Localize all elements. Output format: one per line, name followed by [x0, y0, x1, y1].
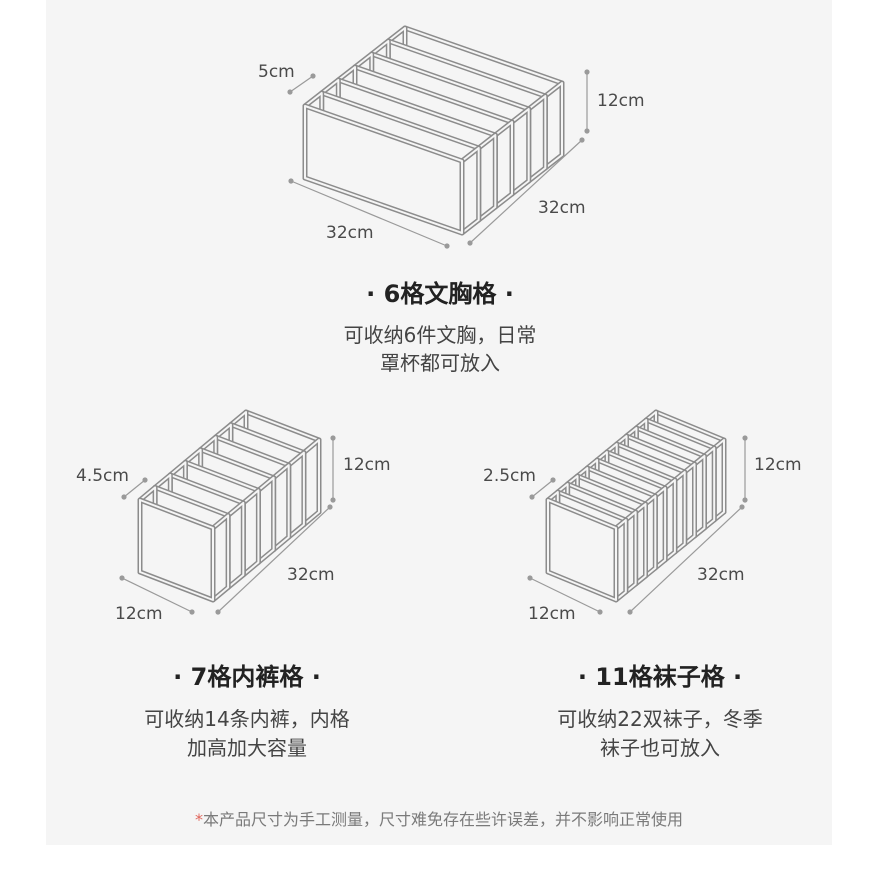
dimension-dot: [142, 477, 148, 483]
dimension-dot: [579, 137, 585, 143]
dimension-dot: [330, 497, 336, 503]
dim-label-height: 12cm: [343, 455, 391, 475]
description-line: 袜子也可放入: [600, 736, 720, 760]
dimension-dot: [119, 575, 125, 581]
box-6-compartment: [302, 25, 565, 236]
dim-label-side: 32cm: [538, 198, 586, 218]
front-wall: [137, 497, 216, 603]
dim-label-side: 32cm: [287, 565, 335, 585]
dimension-line: [119, 575, 195, 615]
dim-label-height: 12cm: [597, 91, 645, 111]
dim-label-compartment: 5cm: [258, 62, 295, 82]
dim-label-front: 12cm: [115, 604, 163, 624]
front-wall: [545, 497, 619, 603]
product-description: 可收纳22双袜子，冬季 袜子也可放入: [510, 705, 810, 763]
dimension-line: [529, 477, 556, 500]
product-description: 可收纳6件文胸，日常 罩杯都可放入: [240, 321, 640, 377]
description-line: 加高加大容量: [187, 736, 307, 760]
dimension-dot: [287, 89, 293, 95]
dimension-dot: [327, 504, 333, 510]
right-end-panel: [509, 106, 532, 197]
dim-label-compartment: 2.5cm: [483, 466, 536, 486]
dimension-dot: [288, 178, 294, 184]
dimension-line: [527, 575, 603, 615]
dimension-dot: [215, 609, 221, 615]
dimension-line: [288, 178, 450, 249]
footnote-asterisk: *: [194, 810, 203, 829]
dimension-dot: [550, 477, 556, 483]
right-end-panel: [542, 80, 565, 171]
dimension-dot: [584, 69, 590, 75]
dimension-dot: [597, 609, 603, 615]
description-line: 可收纳6件文胸，日常: [343, 323, 537, 347]
right-end-panel: [459, 145, 482, 236]
dimension-dot: [742, 497, 748, 503]
dimension-line: [627, 504, 745, 615]
dim-label-height: 12cm: [754, 455, 802, 475]
dim-label-side: 32cm: [697, 565, 745, 585]
description-line: 可收纳14条内裤，内格: [144, 707, 350, 731]
dimension-lines: [119, 69, 748, 615]
dimension-line: [584, 69, 590, 134]
dimension-dot: [330, 435, 336, 441]
box-7-compartment: [137, 409, 322, 603]
dimension-line: [215, 504, 333, 615]
dimension-dot: [742, 435, 748, 441]
dimension-dot: [739, 504, 745, 510]
product-title: · 7格内裤格 ·: [173, 663, 321, 691]
dimension-dot: [467, 240, 473, 246]
front-wall: [302, 103, 465, 236]
dimension-dot: [527, 575, 533, 581]
description-line: 罩杯都可放入: [380, 351, 500, 375]
right-end-panel: [492, 119, 515, 210]
footnote: *本产品尺寸为手工测量，尺寸难免存在些许误差，并不影响正常使用: [46, 809, 832, 831]
right-end-panel: [271, 462, 292, 553]
dimension-line: [742, 435, 748, 503]
description-line: 可收纳22双袜子，冬季: [557, 707, 763, 731]
dimension-dot: [627, 609, 633, 615]
box-11-compartment: [545, 409, 727, 603]
dimension-line: [330, 435, 336, 503]
footnote-text: 本产品尺寸为手工测量，尺寸难免存在些许误差，并不影响正常使用: [202, 810, 683, 829]
dimension-line: [287, 73, 316, 95]
dimension-dot: [444, 243, 450, 249]
product-title: · 6格文胸格 ·: [366, 280, 514, 308]
dimension-dot: [584, 128, 590, 134]
dimension-dot: [310, 73, 316, 79]
dimension-line: [121, 477, 148, 500]
dimension-dot: [189, 609, 195, 615]
dimension-dot: [121, 494, 127, 500]
product-description: 可收纳14条内裤，内格 加高加大容量: [97, 705, 397, 763]
dim-label-front: 32cm: [326, 223, 374, 243]
dimension-line: [467, 137, 585, 246]
dimension-dot: [529, 494, 535, 500]
dim-label-front: 12cm: [528, 604, 576, 624]
dim-label-compartment: 4.5cm: [76, 466, 129, 486]
product-title: · 11格袜子格 ·: [577, 663, 743, 691]
